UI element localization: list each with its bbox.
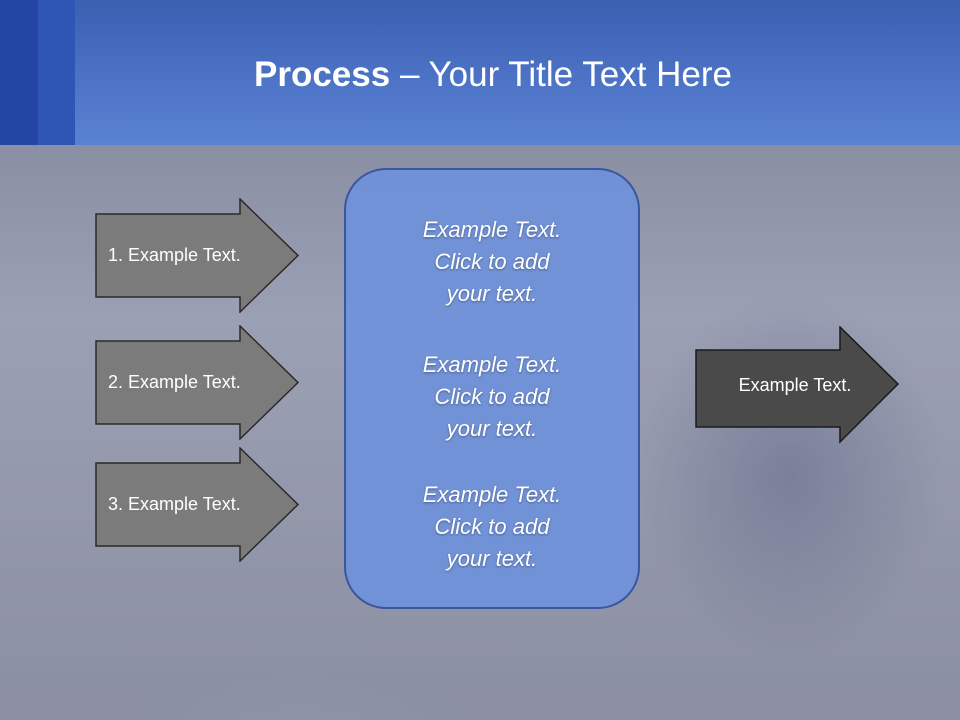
process-result-arrow[interactable]: Example Text. (695, 326, 900, 444)
center-text-line: Example Text. (422, 352, 562, 377)
arrow-label: 1. Example Text. (108, 245, 241, 265)
arrow-label: 3. Example Text. (108, 494, 241, 514)
center-text-line: Example Text. (422, 482, 562, 507)
arrow-label: Example Text. (738, 374, 852, 395)
header-accent-stripe (0, 0, 38, 145)
header-accent (0, 0, 75, 145)
center-text-line: your text. (446, 416, 538, 441)
process-step-arrow-2[interactable]: 2. Example Text. (95, 325, 300, 440)
center-text-line: your text. (446, 546, 538, 571)
header-accent-stripe (38, 0, 75, 145)
title-header: Process – Your Title Text Here (0, 0, 960, 145)
center-content-box[interactable]: Example Text. Click to add your text. Ex… (344, 168, 640, 609)
title-rest: – Your Title Text Here (390, 55, 732, 94)
center-text-line: Click to add (434, 249, 550, 274)
title-bold: Process (254, 55, 391, 94)
center-text-line: Click to add (434, 514, 550, 539)
process-step-arrow-1[interactable]: 1. Example Text. (95, 198, 300, 313)
process-step-arrow-3[interactable]: 3. Example Text. (95, 447, 300, 562)
center-text-line: Click to add (434, 384, 550, 409)
arrow-shape (95, 198, 300, 313)
center-text-line: your text. (446, 281, 538, 306)
page-title[interactable]: Process – Your Title Text Here (75, 52, 911, 98)
arrow-shape (95, 447, 300, 562)
center-text-block-1[interactable]: Example Text. Click to add your text. (346, 214, 638, 310)
arrow-shape (95, 325, 300, 440)
center-text-block-2[interactable]: Example Text. Click to add your text. (346, 349, 638, 445)
arrow-shape (695, 326, 900, 444)
center-text-line: Example Text. (422, 217, 562, 242)
arrow-label: 2. Example Text. (108, 372, 241, 392)
center-text-block-3[interactable]: Example Text. Click to add your text. (346, 479, 638, 575)
